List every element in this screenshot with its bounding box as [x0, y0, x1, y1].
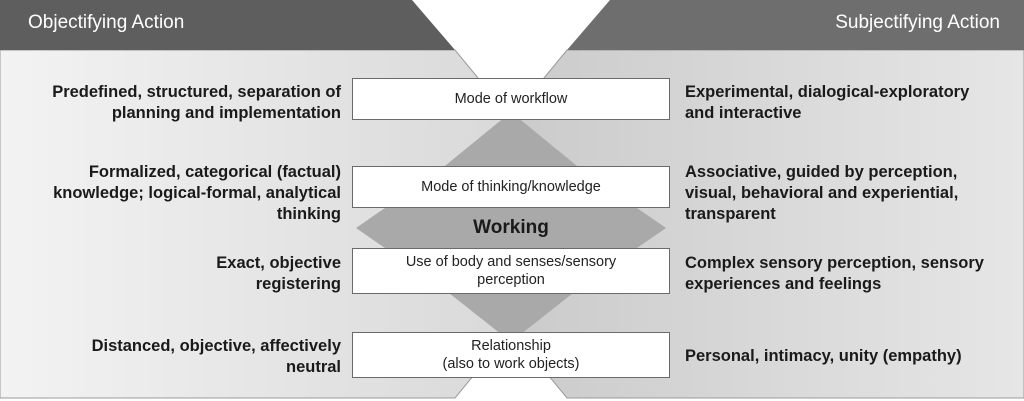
objectifying-header: Objectifying Action	[28, 12, 185, 33]
text-line: thinking	[276, 205, 341, 223]
subjectifying-thinking: Associative, guided by perception, visua…	[685, 162, 958, 225]
subjectifying-workflow: Experimental, dialogical-exploratory and…	[685, 82, 969, 124]
subjectifying-header: Subjectifying Action	[835, 12, 1000, 33]
objectifying-workflow: Predefined, structured, separation of pl…	[52, 82, 341, 124]
text-line: visual, behavioral and experiential,	[685, 184, 959, 202]
subjectifying-relationship: Personal, intimacy, unity (empathy)	[685, 346, 962, 367]
objectifying-thinking: Formalized, categorical (factual) knowle…	[53, 162, 341, 225]
text-line: Personal, intimacy, unity (empathy)	[685, 347, 962, 365]
box-label: (also to work objects)	[442, 356, 580, 372]
relationship-box: Relationship (also to work objects)	[352, 332, 670, 378]
working-title: Working	[473, 217, 549, 238]
box-label: Mode of thinking/knowledge	[421, 179, 601, 195]
text-line: and interactive	[685, 104, 802, 122]
text-line: Formalized, categorical (factual)	[88, 163, 341, 181]
text-line: Distanced, objective, affectively	[91, 337, 341, 355]
subjectifying-senses: Complex sensory perception, sensory expe…	[685, 253, 984, 295]
box-label: Mode of workflow	[454, 91, 568, 107]
text-line: registering	[255, 275, 341, 293]
objectifying-senses: Exact, objective registering	[216, 253, 341, 295]
text-line: Exact, objective	[216, 254, 341, 272]
text-line: transparent	[685, 205, 776, 223]
text-line: Predefined, structured, separation of	[52, 83, 341, 101]
text-line: knowledge; logical-formal, analytical	[53, 184, 341, 202]
center-diamond-lower	[440, 286, 582, 342]
text-line: Complex sensory perception, sensory	[685, 254, 984, 272]
box-label: Relationship	[471, 338, 551, 354]
center-diamond-upper	[440, 112, 582, 170]
body-senses-box: Use of body and senses/sensory perceptio…	[352, 248, 670, 294]
box-label: Use of body and senses/sensory	[405, 254, 617, 270]
box-label: perception	[477, 272, 545, 288]
mode-of-thinking-box: Mode of thinking/knowledge	[352, 166, 670, 208]
subjectifying-header-bar	[567, 0, 1024, 50]
objectifying-header-bar	[0, 0, 455, 50]
mode-of-workflow-box: Mode of workflow	[352, 78, 670, 120]
text-line: neutral	[285, 358, 341, 376]
objectifying-relationship: Distanced, objective, affectively neutra…	[92, 336, 341, 378]
text-line: Associative, guided by perception,	[685, 163, 958, 181]
text-line: Experimental, dialogical-exploratory	[685, 83, 970, 101]
text-line: experiences and feelings	[685, 275, 882, 293]
text-line: planning and implementation	[111, 104, 341, 122]
